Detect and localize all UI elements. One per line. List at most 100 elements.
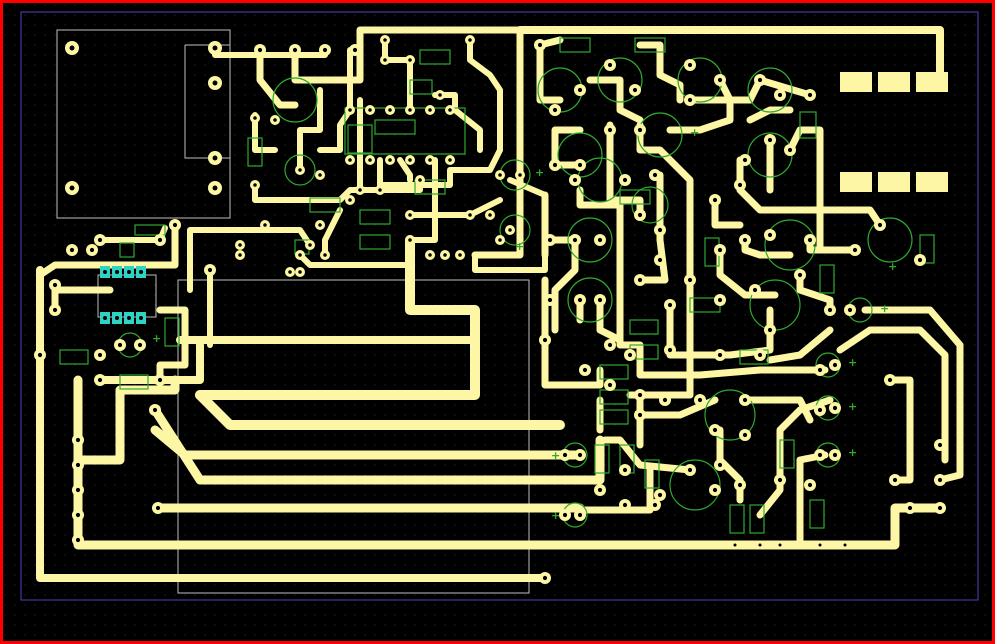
drill-hole (288, 270, 292, 274)
trace-right-17 (636, 396, 719, 419)
drill-hole (807, 92, 813, 98)
drill-hole (75, 437, 81, 443)
drill-hole (139, 270, 143, 274)
drill-hole (408, 108, 412, 112)
resistor-outline-icon (644, 459, 660, 489)
polarity-plus-label: + (848, 400, 857, 413)
drill-hole (69, 45, 75, 51)
connector-pad (878, 172, 910, 192)
drill-hole (212, 185, 218, 191)
trace-bus-2 (73, 375, 180, 465)
resistor-outline-icon (119, 242, 135, 258)
trace-mid-4 (551, 126, 584, 169)
polarity-plus-label: + (848, 446, 857, 459)
polarity-plus-label: + (880, 302, 889, 315)
keepout-outline (20, 11, 979, 601)
drill-hole (97, 237, 103, 243)
trace-bus-6 (195, 390, 565, 430)
drill-hole (157, 377, 163, 383)
resistor-outline-icon (347, 124, 373, 154)
drill-hole (508, 228, 512, 232)
trace-mid-14 (666, 76, 734, 134)
trace-mid-15 (686, 76, 814, 104)
drill-hole (767, 327, 773, 333)
drill-hole (468, 213, 472, 217)
drill-hole (448, 158, 452, 162)
trace-right-11 (861, 306, 964, 484)
resistor-outline-icon (749, 504, 765, 534)
drill-hole (458, 253, 462, 257)
resistor-outline-icon (599, 364, 629, 380)
drill-hole (253, 183, 257, 187)
drill-hole (103, 270, 107, 274)
polarity-plus-label: + (515, 240, 524, 253)
capacitor-outline-icon (867, 217, 913, 263)
drill-hole (52, 282, 58, 288)
trace-top-3 (516, 26, 944, 84)
drill-hole (97, 377, 103, 383)
drill-hole (152, 407, 158, 413)
drill-hole (817, 452, 823, 458)
drill-hole (69, 185, 75, 191)
drill-hole (597, 297, 603, 303)
drill-hole (667, 302, 673, 308)
resistor-outline-icon (619, 189, 651, 205)
trace-right-3 (786, 126, 824, 254)
capacitor-outline-icon (499, 214, 531, 246)
drill-hole (807, 237, 813, 243)
resistor-outline-icon (247, 137, 263, 167)
drill-hole (907, 505, 913, 511)
trace-mid-6 (626, 121, 694, 399)
polarity-plus-label: + (535, 166, 544, 179)
drill-hole (172, 222, 178, 228)
drill-hole (97, 352, 103, 358)
drill-hole (383, 58, 387, 62)
drill-hole (622, 502, 628, 508)
resistor-outline-icon (134, 224, 166, 236)
trace-right-10 (766, 326, 834, 364)
drill-hole (622, 467, 628, 473)
drill-hole (352, 47, 358, 53)
drill-hole (712, 197, 718, 203)
drill-hole (75, 512, 81, 518)
trace-top-8 (297, 87, 323, 173)
trace-pwr-3 (156, 306, 189, 384)
drill-hole (767, 137, 773, 143)
pad-layer (34, 35, 946, 584)
trace-pwr-4 (187, 227, 313, 293)
drill-hole (758, 543, 762, 547)
drill-hole (298, 270, 302, 274)
capacitor-outline-icon (567, 217, 613, 263)
drill-hole (348, 108, 352, 112)
drill-hole (547, 297, 553, 303)
drill-hole (542, 337, 548, 343)
drill-hole (817, 407, 823, 413)
capacitor-outline-icon (567, 277, 613, 323)
trace-right-9 (666, 301, 774, 359)
drill-hole (75, 462, 81, 468)
drill-hole (627, 352, 633, 358)
drill-hole (115, 270, 119, 274)
drill-hole (408, 58, 412, 62)
drill-hole (358, 188, 362, 192)
trace-top-16 (407, 157, 438, 243)
drill-hole (562, 512, 568, 518)
drill-hole (127, 270, 131, 274)
trace-top-10 (467, 37, 503, 153)
drill-hole (937, 442, 943, 448)
drill-hole (127, 316, 131, 320)
capacitor-outline-icon (747, 67, 793, 113)
drill-hole (37, 352, 43, 358)
drill-hole (408, 238, 412, 242)
drill-hole (498, 238, 502, 242)
drill-hole (212, 45, 218, 51)
connector-pad (840, 172, 872, 192)
ic-package-outline-icon (344, 107, 466, 155)
drill-hole (117, 342, 123, 348)
drill-hole (52, 307, 58, 313)
drill-hole (733, 543, 737, 547)
drill-hole (75, 537, 81, 543)
drill-hole (448, 108, 452, 112)
resistor-outline-icon (634, 37, 666, 53)
polarity-plus-label: + (551, 449, 560, 462)
